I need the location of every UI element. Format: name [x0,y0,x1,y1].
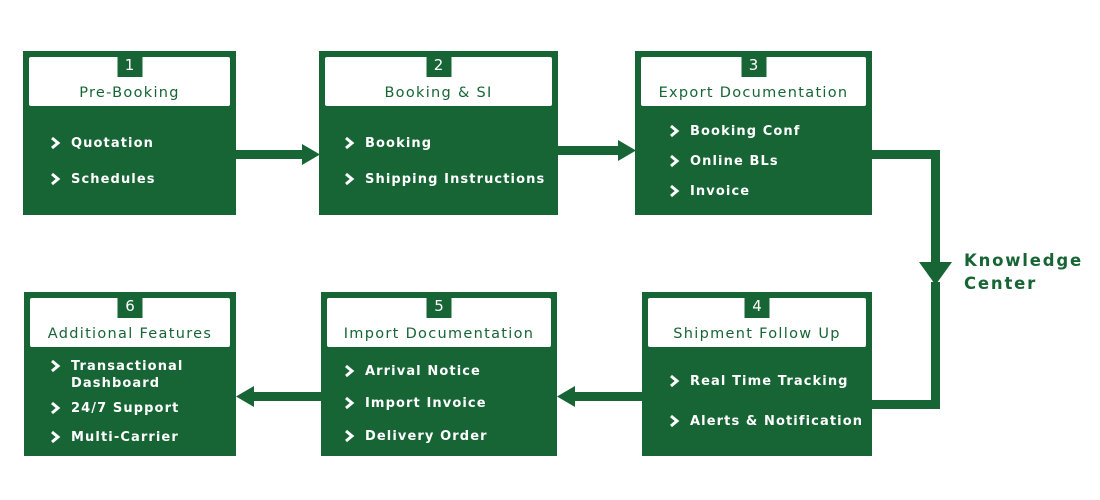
step-6-title: Additional Features [47,326,213,342]
step-1-box: 1 Pre-Booking Quotation Schedules [23,51,236,215]
step-5-item-arrival-notice: Arrival Notice [345,363,481,380]
step-4-box: 4 Shipment Follow Up Real Time Tracking … [642,292,872,456]
step-3-title: Export Documentation [658,85,849,101]
step-4-item-alerts-notification: Alerts & Notification [670,413,863,430]
chevron-right-icon [51,359,61,373]
chevron-right-icon [670,124,680,138]
connector-2-3 [558,146,620,155]
chevron-right-icon [345,172,355,186]
connector-5-6 [253,392,321,401]
chevron-right-icon [670,374,680,388]
chevron-right-icon [51,401,61,415]
step-2-item-booking: Booking [345,135,432,152]
chevron-right-icon [51,136,61,150]
step-1-number: 1 [117,54,142,77]
step-3-box: 3 Export Documentation Booking Conf Onli… [635,51,872,215]
step-6-item-multi-carrier: Multi-Carrier [51,429,179,446]
step-2-item-shipping-instructions: Shipping Instructions [345,171,545,188]
step-5-box: 5 Import Documentation Arrival Notice Im… [321,292,557,456]
step-4-header: 4 Shipment Follow Up [648,295,866,347]
step-6-number: 6 [117,295,143,318]
step-1-header: 1 Pre-Booking [29,54,230,106]
step-6-header: 6 Additional Features [30,295,230,347]
step-2-number: 2 [426,54,451,77]
step-5-number: 5 [426,295,452,318]
connector-3-4-down [931,150,940,264]
step-3-item-booking-conf: Booking Conf [670,123,801,140]
step-6-box: 6 Additional Features Transactional Dash… [24,292,236,456]
step-2-title: Booking & SI [384,85,493,101]
step-3-number: 3 [741,54,766,77]
step-3-item-online-bls: Online BLs [670,153,779,170]
step-6-item-support: 24/7 Support [51,400,179,417]
chevron-right-icon [670,184,680,198]
knowledge-center-label: Knowledge Center [964,249,1083,295]
chevron-right-icon [51,172,61,186]
step-6-item-transactional-dashboard: Transactional Dashboard [51,358,183,392]
step-1-title: Pre-Booking [79,85,180,101]
arrowhead-2-3 [618,140,636,161]
chevron-right-icon [345,364,355,378]
chevron-right-icon [51,430,61,444]
step-2-header: 2 Booking & SI [325,54,552,106]
chevron-right-icon [670,414,680,428]
step-5-item-import-invoice: Import Invoice [345,395,487,412]
step-3-header: 3 Export Documentation [641,54,866,106]
step-3-item-invoice: Invoice [670,183,750,200]
connector-4-return-up [931,282,940,409]
arrowhead-4-5 [557,386,575,407]
step-1-item-quotation: Quotation [51,135,154,152]
connector-3-4-horizontal [872,150,940,159]
step-1-item-schedules: Schedules [51,171,156,188]
connector-4-5 [574,392,642,401]
arrowhead-5-6 [236,386,254,407]
chevron-right-icon [345,136,355,150]
step-5-item-delivery-order: Delivery Order [345,428,488,445]
connector-4-return-horizontal [872,400,940,409]
step-4-number: 4 [744,295,770,318]
step-4-title: Shipment Follow Up [673,326,841,342]
step-5-title: Import Documentation [343,326,535,342]
arrowhead-1-2 [302,144,320,165]
chevron-right-icon [670,154,680,168]
chevron-right-icon [345,396,355,410]
knowledge-center-line2: Center [964,274,1038,293]
connector-1-2 [236,150,304,159]
step-4-item-real-time-tracking: Real Time Tracking [670,373,849,390]
step-2-box: 2 Booking & SI Booking Shipping Instruct… [319,51,558,215]
step-5-header: 5 Import Documentation [327,295,551,347]
knowledge-center-line1: Knowledge [964,251,1083,270]
chevron-right-icon [345,429,355,443]
arrowhead-3-down [919,262,952,285]
